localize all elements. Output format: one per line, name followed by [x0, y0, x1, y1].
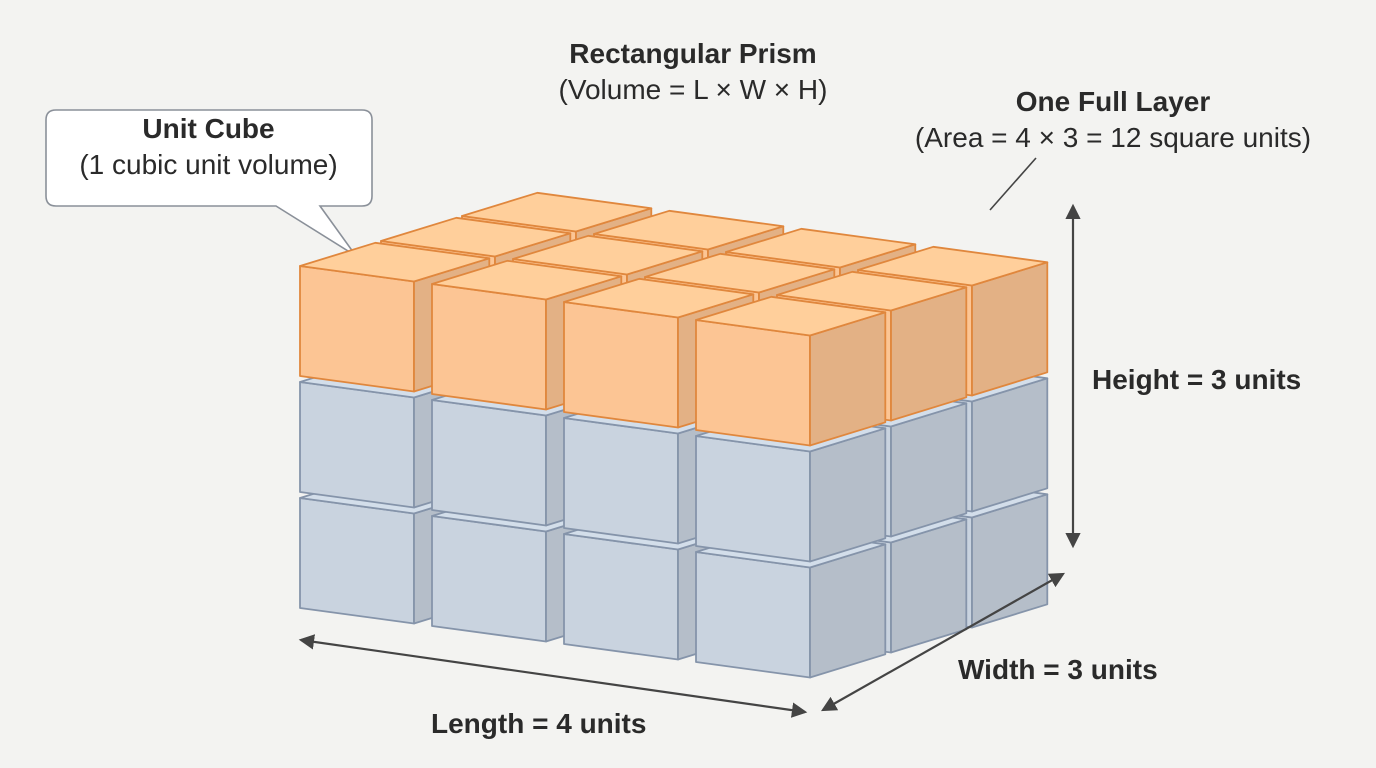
cube-top-face [695, 295, 887, 337]
length-label: Length = 4 units [431, 708, 647, 739]
cube-front-face [299, 497, 415, 625]
layer-leader-line [989, 157, 1037, 211]
cube-front-face [563, 417, 679, 545]
length-arrow [298, 634, 808, 718]
top-layer-unit-cube [695, 295, 887, 447]
unit-cube-callout [45, 109, 373, 257]
cube-front-face [431, 515, 547, 643]
unit-cube-title: Unit Cube [142, 113, 275, 144]
cube-front-face [695, 435, 811, 563]
cube-top-face [461, 191, 653, 233]
cube-front-face [563, 533, 679, 661]
cube-top-face [512, 234, 704, 276]
prism-title-block: Rectangular Prism (Volume = L × W × H) [493, 36, 893, 108]
unit-cube-callout-text: Unit Cube (1 cubic unit volume) [46, 111, 371, 183]
cube-top-face [431, 259, 623, 301]
cube-top-face [563, 277, 755, 319]
full-layer-label: One Full Layer (Area = 4 × 3 = 12 square… [880, 84, 1346, 156]
cube-front-face [299, 265, 415, 393]
volume-formula: (Volume = L × W × H) [558, 74, 828, 105]
cube-front-face [695, 319, 811, 447]
cube-top-face [725, 227, 917, 269]
cube-top-face [857, 245, 1049, 287]
cube-top-face [644, 252, 836, 294]
cube-top-face [776, 270, 968, 312]
unit-cube-grid [299, 191, 1049, 679]
height-label: Height = 3 units [1092, 364, 1302, 395]
cube-top-face [380, 216, 572, 258]
full-layer-title: One Full Layer [1015, 86, 1211, 117]
cube-front-face [299, 381, 415, 509]
cube-front-face [431, 283, 547, 411]
cube-top-face [593, 209, 785, 251]
prism-title: Rectangular Prism [569, 38, 817, 69]
cube-front-face [563, 301, 679, 429]
cube-top-face [299, 241, 491, 283]
full-layer-area: (Area = 4 × 3 = 12 square units) [914, 122, 1312, 153]
unit-cube-subtitle: (1 cubic unit volume) [79, 149, 338, 180]
width-arrow [820, 572, 1066, 712]
width-label: Width = 3 units [958, 654, 1158, 685]
cube-front-face [431, 399, 547, 527]
cube-front-face [695, 551, 811, 679]
